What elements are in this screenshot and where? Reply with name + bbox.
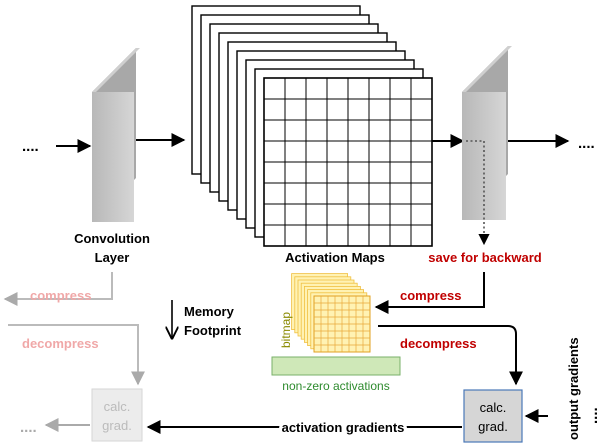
- memory-label-line1: Memory: [184, 304, 235, 319]
- leading-dots: ....: [22, 138, 39, 155]
- faded-decompress-arrow: [8, 324, 145, 386]
- activation-maps-stack: [191, 5, 433, 247]
- conv-layer-label-line1: Convolution: [74, 231, 150, 246]
- calc-grad-box: calc. grad.: [463, 389, 523, 443]
- calc-label-line2: grad.: [478, 419, 508, 434]
- faded-calc-label-line2: grad.: [102, 418, 132, 433]
- decompress-arrow: [378, 325, 523, 386]
- compressed-bitmap-stack: [291, 273, 371, 353]
- faded-decompress-label: decompress: [22, 336, 99, 351]
- compress-arrow: [374, 272, 485, 314]
- save-for-backward-arrow: [466, 140, 490, 246]
- non-zero-activations-bar: [271, 356, 401, 376]
- memory-label-line2: Footprint: [184, 323, 242, 338]
- faded-calc-label-line1: calc.: [104, 399, 131, 414]
- trailing-dots: ....: [578, 135, 595, 152]
- faded-calc-grad-box: calc. grad.: [91, 388, 143, 442]
- calc-label-line1: calc.: [480, 400, 507, 415]
- activation-maps-label: Activation Maps: [285, 250, 385, 265]
- save-for-backward-label: save for backward: [428, 250, 542, 265]
- non-zero-activations-label: non-zero activations: [282, 379, 389, 393]
- faded-leading-dots: ....: [20, 419, 37, 436]
- bitmap-label: bitmap: [279, 312, 293, 348]
- next-layer-slab: [462, 46, 512, 220]
- faded-compress-label: compress: [30, 288, 91, 303]
- output-gradients-label: output gradients: [566, 337, 581, 440]
- output-dots: ....: [584, 407, 600, 424]
- conv-layer-label-line2: Layer: [95, 250, 130, 265]
- convolution-layer-slab: [92, 48, 140, 222]
- activation-gradients-label: activation gradients: [282, 420, 405, 435]
- decompress-label: decompress: [400, 336, 477, 351]
- faded-compress-arrow: [3, 272, 113, 306]
- compress-label: compress: [400, 288, 461, 303]
